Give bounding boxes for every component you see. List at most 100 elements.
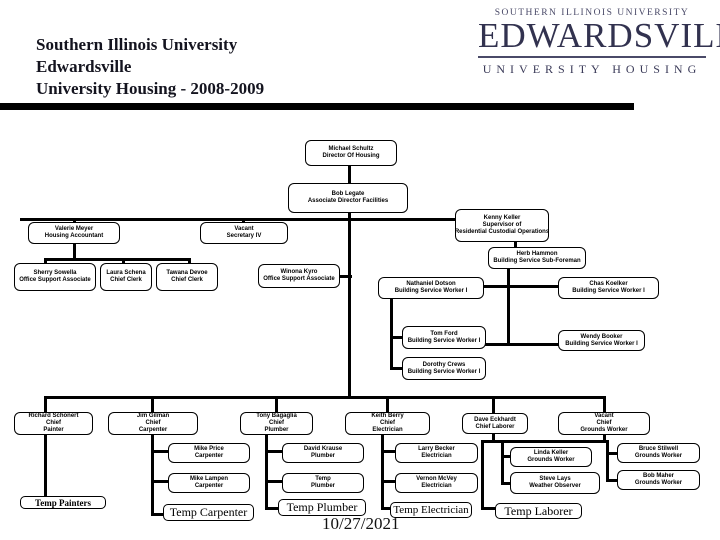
org-connector-line xyxy=(348,213,351,220)
org-node-text: Herb Hammon xyxy=(516,251,558,257)
org-connector-line xyxy=(265,450,283,453)
org-connector-line xyxy=(348,166,351,183)
org-connector-line xyxy=(390,299,393,370)
org-node-text: Bob Legate xyxy=(331,191,365,197)
org-node-text: Vernon McVey xyxy=(416,476,457,482)
org-node-text: Building Service Worker I xyxy=(407,337,481,344)
org-node-text: Wendy Booker xyxy=(580,333,623,340)
org-connector-line xyxy=(44,435,47,497)
org-node-text: Painter xyxy=(43,427,64,433)
org-node-text: Chief xyxy=(46,420,61,426)
org-label-temp-laborer: Temp Laborer xyxy=(495,503,582,519)
org-node-text: Winona Kyro xyxy=(280,269,318,275)
org-node-text: Grounds Worker xyxy=(634,453,683,459)
org-node-text: Building Service Worker I xyxy=(394,288,468,294)
org-connector-line xyxy=(44,396,47,412)
org-connector-line xyxy=(348,218,351,398)
org-node-text: Dorothy Crews xyxy=(422,361,466,368)
org-node-text: Tawana Devoe xyxy=(166,270,208,276)
org-connector-line xyxy=(242,218,245,224)
org-node-text: Office Support Associate xyxy=(263,276,335,282)
org-node-text: Supervisor of xyxy=(482,222,522,228)
org-node-text: Vacant xyxy=(594,413,614,419)
org-connector-line xyxy=(501,440,504,485)
org-connector-line xyxy=(275,396,278,412)
org-connector-line xyxy=(381,450,396,453)
org-node-text: Electrician xyxy=(421,453,452,459)
org-node-text: Sherry Sowella xyxy=(33,270,77,276)
org-connector-line xyxy=(492,434,495,443)
org-node-text: Associate Director Facilities xyxy=(307,198,389,204)
org-connector-line xyxy=(44,258,191,261)
org-connector-line xyxy=(390,336,403,339)
org-connector-line xyxy=(381,480,396,483)
org-node-text: Larry Becker xyxy=(418,446,455,452)
logo-top-text: SOUTHERN ILLINOIS UNIVERSITY xyxy=(494,8,690,18)
org-connector-line xyxy=(483,285,509,288)
org-connector-line xyxy=(381,435,384,510)
org-node-text: Chief xyxy=(596,420,612,426)
org-node-text: Grounds Worker xyxy=(580,427,628,433)
org-node-text: Chief Clerk xyxy=(171,277,203,283)
org-connector-line xyxy=(481,440,484,510)
org-node-text: Building Service Worker I xyxy=(565,340,638,347)
org-label-temp-painters: Temp Painters xyxy=(20,496,106,509)
org-connector-line xyxy=(265,435,268,510)
org-connector-line xyxy=(44,258,47,265)
org-node-text: Office Support Associate xyxy=(19,277,91,283)
org-node-text: Housing Accountant xyxy=(44,233,104,239)
org-node-text: Mike Lampen xyxy=(189,476,228,482)
org-connector-line xyxy=(151,435,154,516)
org-connector-line xyxy=(122,258,125,265)
org-connector-line xyxy=(151,450,169,453)
org-node-text: Chas Koelker xyxy=(589,281,628,287)
org-node-text: Linda Keller xyxy=(533,450,569,456)
org-node-text: Plumber xyxy=(310,453,335,459)
org-connector-line xyxy=(507,269,510,346)
org-node-text: Residential Custodial Operations xyxy=(455,229,549,235)
slide-title: Southern Illinois University Edwardsvill… xyxy=(36,34,436,100)
org-node-text: Bruce Stilwell xyxy=(638,446,679,452)
org-node-text: Tom Ford xyxy=(430,330,458,337)
org-label-temp-carpenter: Temp Carpenter xyxy=(163,504,254,521)
footer-date: 10/27/2021 xyxy=(322,514,400,533)
org-node-text: Building Service Worker I xyxy=(572,288,645,294)
org-node-text: Grounds Worker xyxy=(527,457,575,463)
title-line-2: Edwardsville xyxy=(36,57,132,76)
org-connector-line xyxy=(386,396,389,412)
org-node-text: Temp xyxy=(315,476,331,482)
org-connector-line xyxy=(603,435,606,442)
org-connector-line xyxy=(340,275,352,278)
org-node-text: Keith Berry xyxy=(371,413,404,419)
org-connector-line xyxy=(20,218,457,221)
org-connector-line xyxy=(514,242,517,247)
org-node-text: Grounds Worker xyxy=(634,480,683,486)
org-node-text: Vacant xyxy=(234,226,254,232)
org-connector-line xyxy=(44,396,606,399)
title-line-3: University Housing - 2008-2009 xyxy=(36,79,265,98)
org-node-text: Chief xyxy=(145,420,161,426)
org-node-text: Weather Observer xyxy=(529,483,581,489)
org-node-text: Jim Gilman xyxy=(136,413,170,419)
